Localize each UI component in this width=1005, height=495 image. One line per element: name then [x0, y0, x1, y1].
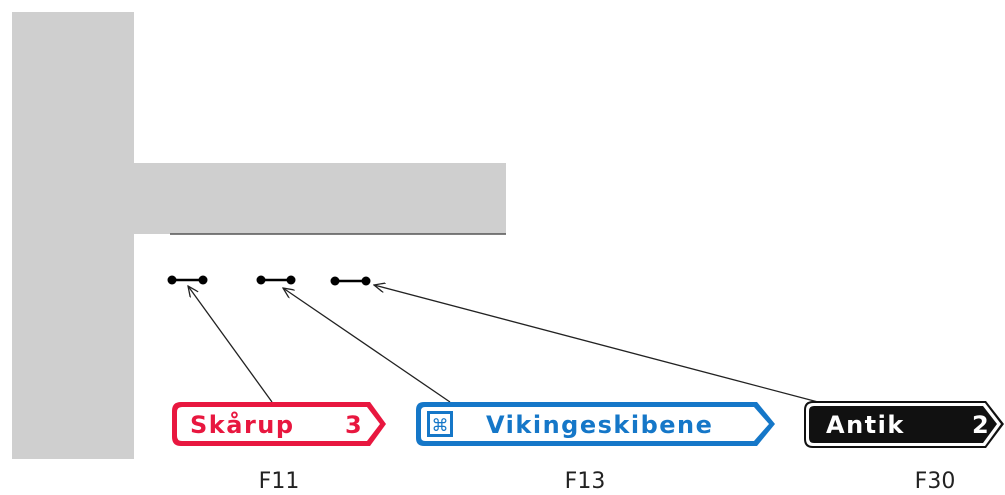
sign-code-f13: F13: [565, 469, 606, 494]
sign-code-f11: F11: [259, 469, 300, 494]
sign-f13-text: Vikingeskibene: [486, 411, 713, 439]
side-road: [134, 163, 506, 234]
sign-f30: Antik 2: [804, 401, 1004, 448]
sign-f11-distance: 3: [345, 411, 362, 439]
leader-arrow-f30: [374, 285, 819, 403]
svg-text:⌘: ⌘: [432, 416, 449, 436]
viking-ship-symbol-icon: ⌘: [427, 411, 453, 437]
sign-post-marker-2: [256, 275, 296, 285]
sign-f11: Skårup 3: [172, 402, 386, 446]
sign-f30-distance: 2: [972, 411, 989, 439]
sign-f30-plate: [809, 406, 997, 443]
leader-arrow-f11: [188, 286, 273, 403]
sign-f30-text: Antik: [826, 411, 905, 439]
sign-code-f30: F30: [915, 469, 956, 494]
sign-f11-inner: [177, 407, 380, 441]
sign-post-marker-1: [167, 275, 208, 285]
sign-f11-text: Skårup: [190, 410, 295, 439]
road-junction: [12, 12, 506, 459]
leader-arrow-f13: [283, 288, 451, 403]
sign-f13-inner: [421, 407, 769, 441]
sign-post-marker-3: [330, 276, 371, 286]
main-road: [12, 12, 134, 459]
sign-f13: ⌘ Vikingeskibene: [416, 402, 775, 446]
